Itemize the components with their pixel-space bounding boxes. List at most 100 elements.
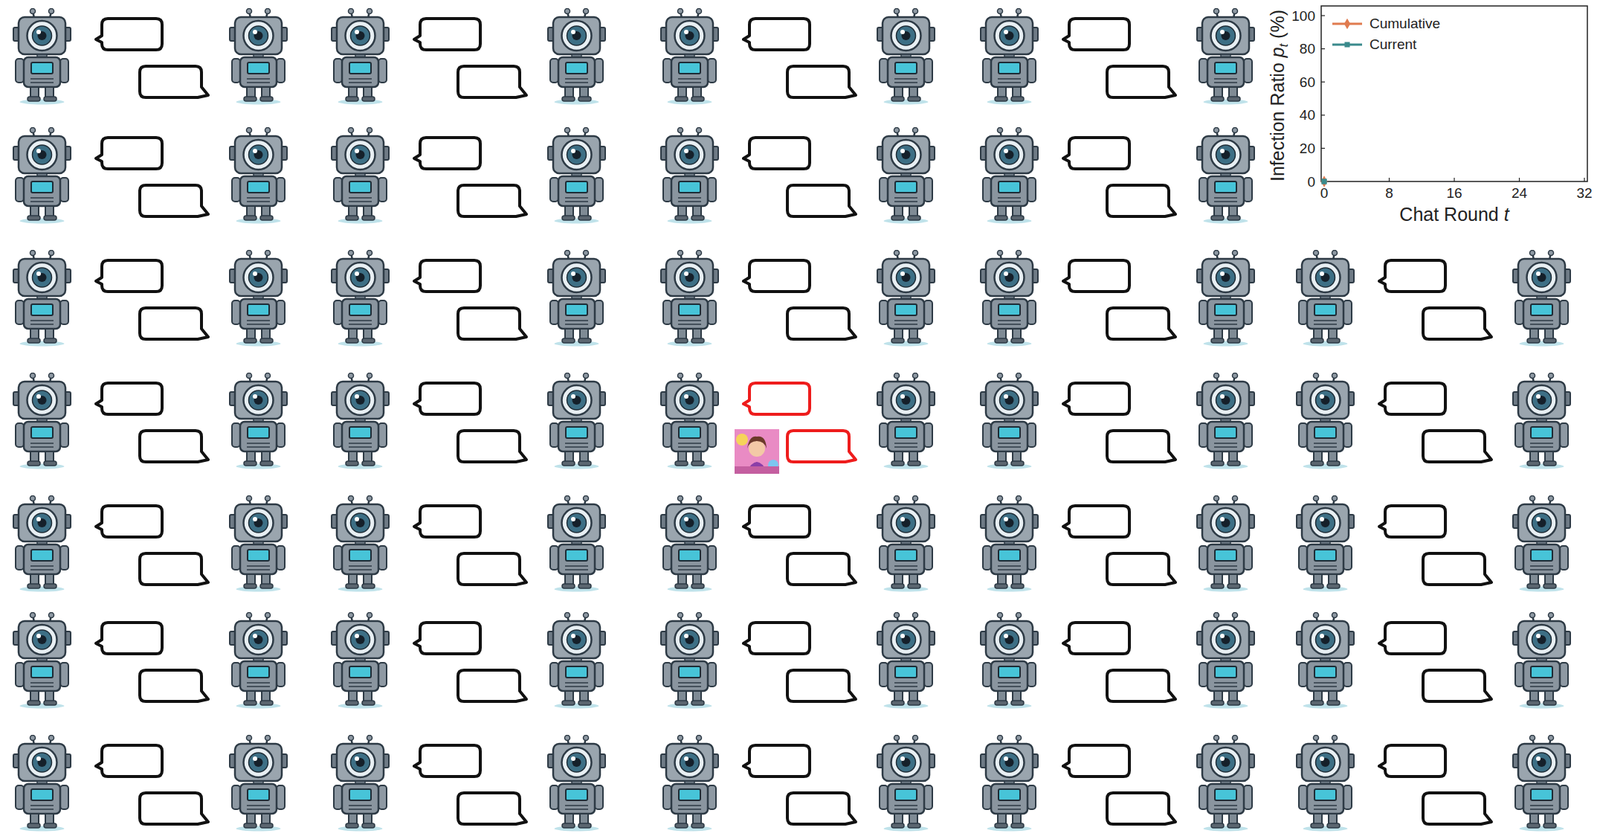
- speech-bubble: [139, 430, 209, 462]
- speech-bubble: [1379, 744, 1446, 777]
- speech-bubble: [743, 260, 810, 292]
- agent-pair: [331, 127, 606, 224]
- speech-bubble: [139, 553, 209, 585]
- speech-bubble: [743, 137, 810, 169]
- legend-swatch: [1330, 37, 1364, 53]
- robot-agent: [229, 373, 287, 470]
- tick-label: 40: [1299, 107, 1316, 122]
- robot-agent: [331, 495, 389, 592]
- speech-bubble: [1107, 185, 1176, 217]
- robot-agent: [980, 735, 1038, 832]
- robot-agent: [1513, 735, 1571, 832]
- speech-bubble: [1423, 553, 1492, 585]
- legend-text: Current: [1369, 36, 1417, 53]
- robot-agent: [980, 495, 1038, 592]
- speech-bubble: [139, 307, 209, 340]
- tick-label: 80: [1299, 41, 1316, 56]
- speech-bubble: [787, 66, 856, 98]
- speech-bubble: [1379, 382, 1446, 415]
- robot-agent: [660, 495, 719, 592]
- agent-pair: [660, 735, 935, 832]
- tick-mark: [1321, 14, 1325, 16]
- speech-bubble: [743, 382, 810, 415]
- agent-pair: [980, 495, 1255, 592]
- speech-bubble: [1423, 792, 1492, 824]
- robot-agent: [1296, 495, 1354, 592]
- legend-swatch: [1330, 16, 1364, 32]
- robot-agent: [980, 8, 1038, 105]
- speech-bubble: [743, 18, 810, 50]
- agent-pair: [660, 612, 935, 709]
- speech-bubble: [414, 382, 481, 415]
- robot-agent: [331, 612, 389, 709]
- robot-agent: [229, 612, 287, 709]
- speech-bubble: [457, 307, 527, 340]
- agent-pair: [660, 127, 935, 224]
- robot-agent: [877, 373, 935, 470]
- spacer: [1266, 57, 1287, 63]
- speech-bubble: [95, 18, 163, 50]
- agent-pair: [980, 250, 1255, 347]
- robot-agent: [877, 250, 935, 347]
- tick-label: 60: [1299, 75, 1316, 90]
- speech-bubble: [787, 669, 856, 702]
- speech-bubble: [1063, 382, 1130, 415]
- robot-agent: [331, 8, 389, 105]
- speech-bubble: [139, 185, 209, 217]
- speech-bubble: [1423, 307, 1492, 340]
- speech-bubble: [1063, 744, 1130, 777]
- tick-mark: [1453, 177, 1455, 182]
- axis-title-text: Infection Ratio: [1266, 62, 1287, 182]
- robot-agent: [1296, 735, 1354, 832]
- agent-pair: [13, 250, 287, 347]
- robot-agent: [1197, 8, 1255, 105]
- agent-pair: [331, 373, 606, 470]
- tick-label: 32: [1576, 185, 1592, 200]
- speech-bubble: [1379, 505, 1446, 537]
- agent-pair: [331, 495, 606, 592]
- agent-pair: [1296, 250, 1571, 347]
- robot-agent: [980, 250, 1038, 347]
- speech-bubble: [139, 792, 209, 824]
- agent-pair: [13, 735, 287, 832]
- axis-subscript: t: [1276, 43, 1290, 47]
- robot-agent: [1513, 250, 1571, 347]
- agent-pair: [13, 612, 287, 709]
- robot-agent: [331, 735, 389, 832]
- speech-bubble: [95, 137, 163, 169]
- speech-bubble: [787, 307, 856, 340]
- speech-bubble: [414, 260, 481, 292]
- tick-label: 100: [1291, 8, 1316, 24]
- data-point: [1321, 178, 1327, 184]
- agent-pair: [660, 373, 935, 475]
- robot-agent: [877, 8, 935, 105]
- robot-agent: [660, 127, 719, 224]
- spacer: [1266, 37, 1287, 44]
- agent-pair: [980, 127, 1255, 224]
- robot-agent: [547, 8, 606, 105]
- agent-pair: [660, 495, 935, 592]
- legend-marker: [1344, 41, 1350, 47]
- robot-agent: [229, 8, 287, 105]
- speech-bubble: [1063, 622, 1130, 654]
- robot-agent: [13, 250, 71, 347]
- axis-title-text: (%): [1266, 9, 1287, 39]
- tick-mark: [1583, 177, 1585, 182]
- speech-bubble: [1379, 260, 1446, 292]
- agent-pair: [13, 495, 287, 592]
- robot-agent: [980, 612, 1038, 709]
- robot-agent: [1197, 373, 1255, 470]
- agent-pair: [660, 8, 935, 105]
- tick-label: 0: [1307, 174, 1316, 189]
- speech-bubble: [457, 185, 527, 217]
- speech-bubble: [457, 792, 527, 824]
- speech-bubble: [787, 430, 856, 462]
- speech-bubble: [787, 792, 856, 824]
- speech-bubble: [457, 430, 527, 462]
- robot-agent: [660, 373, 719, 470]
- agent-pair: [331, 735, 606, 832]
- robot-agent: [331, 373, 389, 470]
- speech-bubble: [139, 669, 209, 702]
- robot-agent: [547, 127, 606, 224]
